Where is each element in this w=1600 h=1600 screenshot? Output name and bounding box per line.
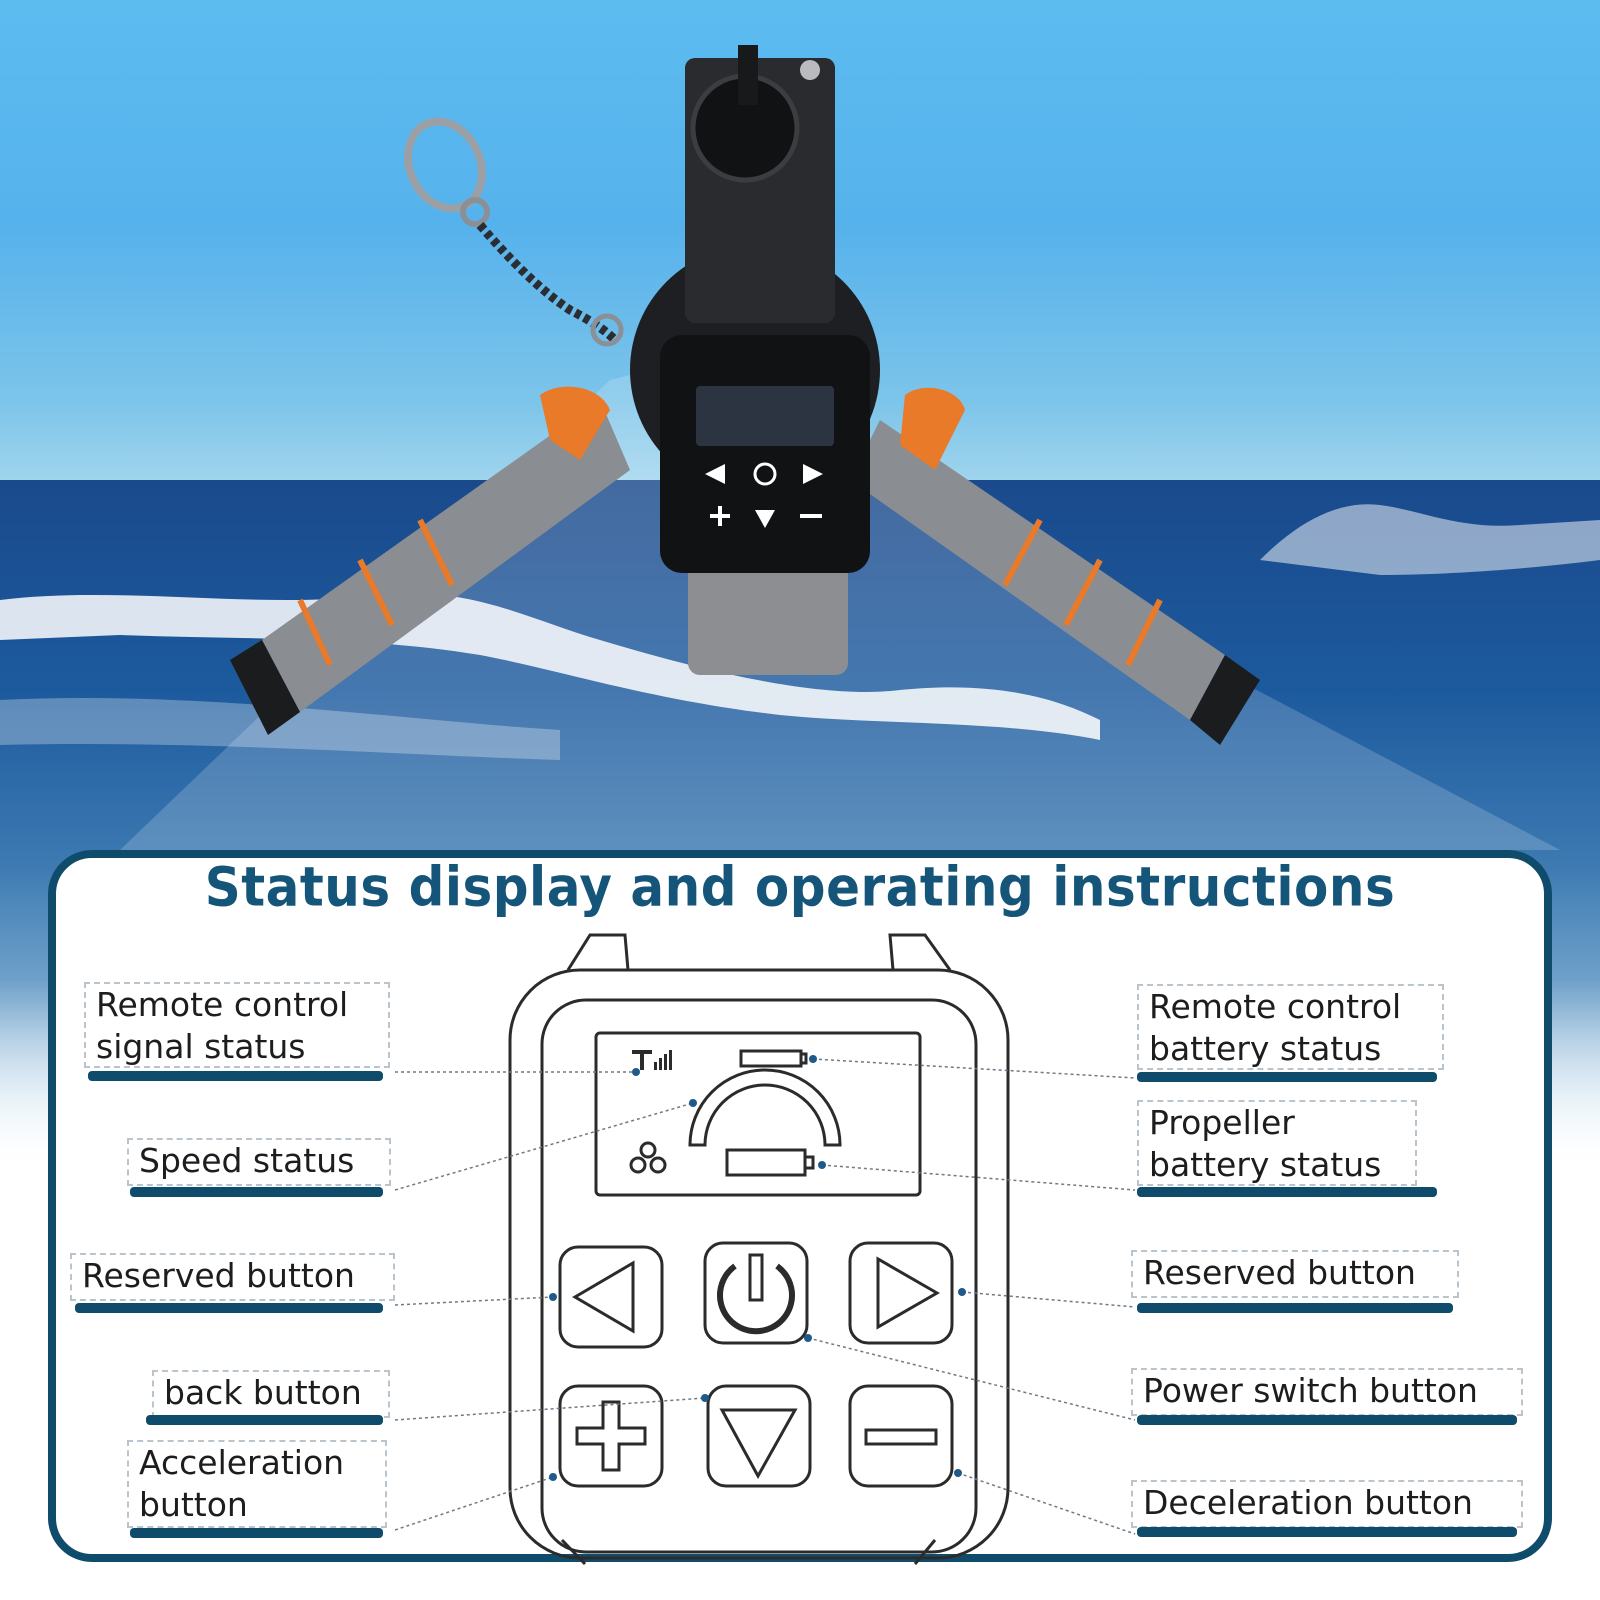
label-reserved-left: Reserved button — [70, 1253, 395, 1301]
label-remote-battery: Remote control battery status — [1137, 984, 1444, 1070]
label-underline — [1137, 1415, 1517, 1425]
label-underline — [146, 1415, 383, 1425]
diagram-inner-case — [540, 998, 978, 1554]
diagram-strap-top — [566, 933, 952, 971]
right-handle — [850, 387, 1260, 745]
label-underline — [88, 1071, 383, 1081]
diagram-power-button — [703, 1241, 809, 1345]
remote-screen — [696, 386, 834, 446]
diagram-down-button — [706, 1384, 812, 1488]
label-power-switch: Power switch button — [1131, 1368, 1523, 1416]
label-underline — [1137, 1187, 1437, 1197]
label-back-button: back button — [152, 1370, 390, 1418]
diagram-minus-button — [848, 1384, 954, 1488]
bottom-clip — [688, 560, 848, 675]
leader-lines — [394, 1058, 1136, 1535]
lanyard-clip — [404, 117, 624, 347]
diagram-plus-button — [558, 1384, 664, 1488]
label-underline — [75, 1303, 383, 1313]
leader-dots — [549, 1055, 966, 1481]
speed-gauge-arc — [688, 1068, 842, 1147]
label-underline — [130, 1187, 383, 1197]
label-reserved-right: Reserved button — [1131, 1250, 1459, 1298]
label-underline — [1137, 1527, 1517, 1537]
remote-keypad — [705, 462, 823, 528]
left-handle — [230, 386, 630, 735]
label-propeller-battery: Propeller battery status — [1137, 1100, 1417, 1186]
waves — [0, 504, 1600, 760]
label-signal-status: Remote control signal status — [84, 982, 390, 1068]
label-deceleration-button: Deceleration button — [1131, 1480, 1523, 1528]
label-underline — [1137, 1072, 1437, 1082]
propeller-icon — [629, 1141, 667, 1174]
label-acceleration-button: Acceleration button — [127, 1440, 387, 1528]
remote-battery-icon — [739, 1049, 803, 1068]
diagram-right-button — [848, 1241, 954, 1345]
signal-icon — [632, 1050, 672, 1070]
label-underline — [1137, 1303, 1453, 1313]
label-underline — [130, 1528, 383, 1538]
propeller-battery-icon — [725, 1148, 807, 1177]
label-speed-status: Speed status — [127, 1138, 391, 1186]
panel-title: Status display and operating instruction… — [204, 855, 1396, 919]
diagram-screen — [594, 1031, 922, 1197]
diagram-left-button — [558, 1245, 664, 1349]
diagram-outer-case — [508, 968, 1010, 1560]
